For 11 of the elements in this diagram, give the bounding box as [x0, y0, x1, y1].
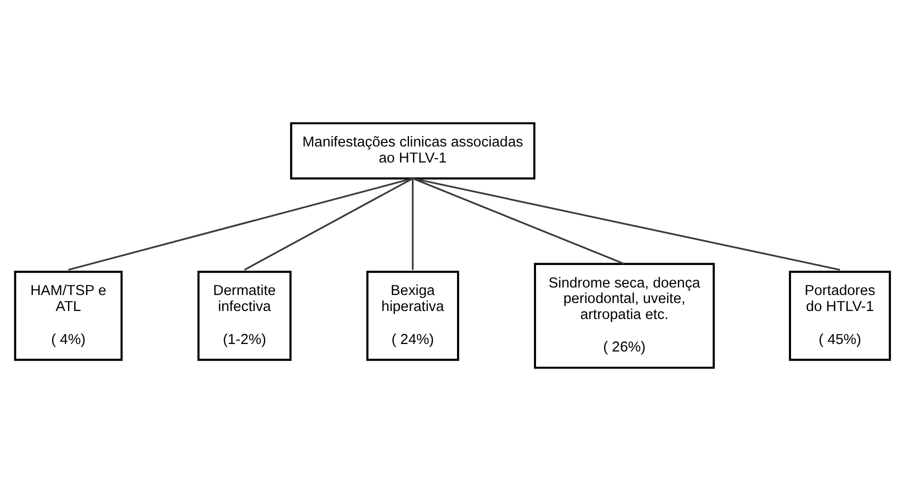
- node-box: Manifestações clinicas associadas ao HTLV-1: [290, 122, 535, 180]
- connector: [412, 177, 840, 270]
- connector: [244, 177, 413, 270]
- node-box: Portadores do HTLV-1 ( 45%): [788, 270, 890, 360]
- node-box: Dermatite infectiva (1-2%): [196, 270, 292, 360]
- node-box: Bexiga hiperativa ( 24%): [366, 270, 459, 360]
- node-box: HAM/TSP e ATL ( 4%): [14, 270, 122, 360]
- connector: [411, 178, 414, 270]
- connector: [68, 177, 412, 270]
- connector: [412, 177, 624, 264]
- node-box: Sindrome seca, doença periodontal, uveite, artropatia etc. ( 26%): [533, 262, 714, 368]
